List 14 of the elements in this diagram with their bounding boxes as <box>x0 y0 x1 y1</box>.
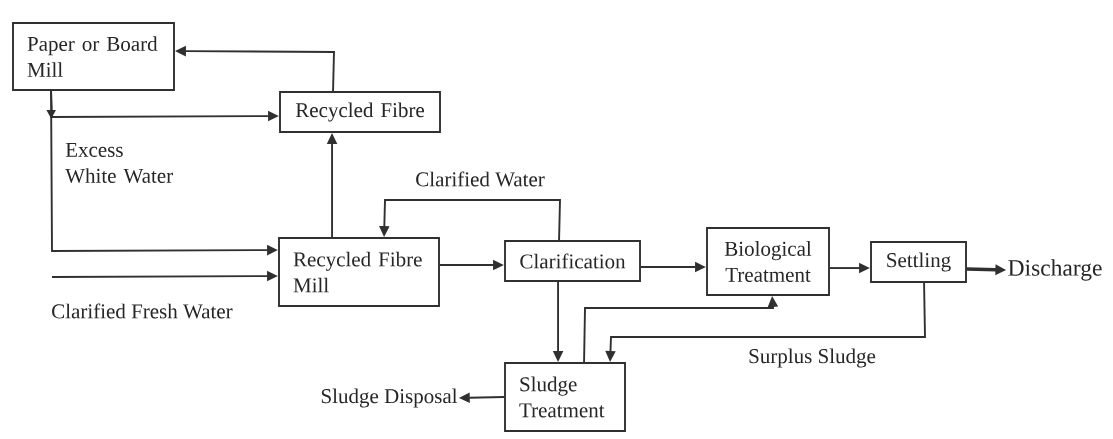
endpoint-label: Discharge <box>1008 259 1102 281</box>
process-box: Biological Treatment <box>706 227 830 296</box>
process-box: Recycled Fibre Mill <box>278 237 440 307</box>
endpoint-label: Sludge Disposal <box>321 388 458 408</box>
process-box: Recycled Fibre <box>279 91 441 133</box>
edge-label: Surplus Sludge <box>747 347 877 369</box>
edge-label: Clarified Fresh Water <box>50 302 234 320</box>
process-box: Settling <box>870 241 967 283</box>
edge-label: Excess White Water <box>64 141 178 185</box>
edge-label: Clarified Water <box>414 170 546 188</box>
arrow <box>379 199 561 241</box>
process-box: Sludge Treatment <box>504 362 626 432</box>
process-box: Clarification <box>504 240 641 282</box>
process-box: Paper or Board Mill <box>12 22 175 91</box>
